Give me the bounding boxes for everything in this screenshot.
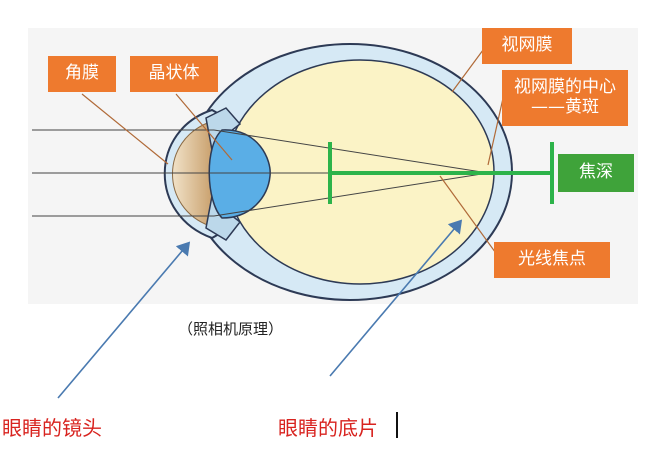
camera-principle-caption: （照相机原理） <box>178 320 284 338</box>
retina-tag: 视网膜 <box>482 28 572 64</box>
macula-tag-line1: 视网膜的中心 <box>514 77 616 98</box>
leader-retina <box>451 45 487 93</box>
leader-focal-point <box>439 175 499 257</box>
text-cursor <box>396 412 398 438</box>
eye-lens-annotation: 眼睛的镜头 <box>2 416 102 440</box>
lens-tag: 晶状体 <box>130 56 218 92</box>
arrow-film <box>329 219 463 377</box>
macula-tag: 视网膜的中心 ——黄斑 <box>502 70 628 126</box>
focal-point-tag: 光线焦点 <box>494 242 610 278</box>
leader-lens <box>175 93 233 161</box>
eye-film-annotation: 眼睛的底片 <box>278 416 378 440</box>
refracted-ray-top <box>213 129 489 174</box>
leader-cornea <box>81 93 169 165</box>
macula-tag-line2: ——黄斑 <box>531 97 599 117</box>
depth-of-focus-tag: 焦深 <box>558 154 634 192</box>
cornea-tag: 角膜 <box>48 56 116 92</box>
arrow-camera-lens <box>57 241 191 399</box>
